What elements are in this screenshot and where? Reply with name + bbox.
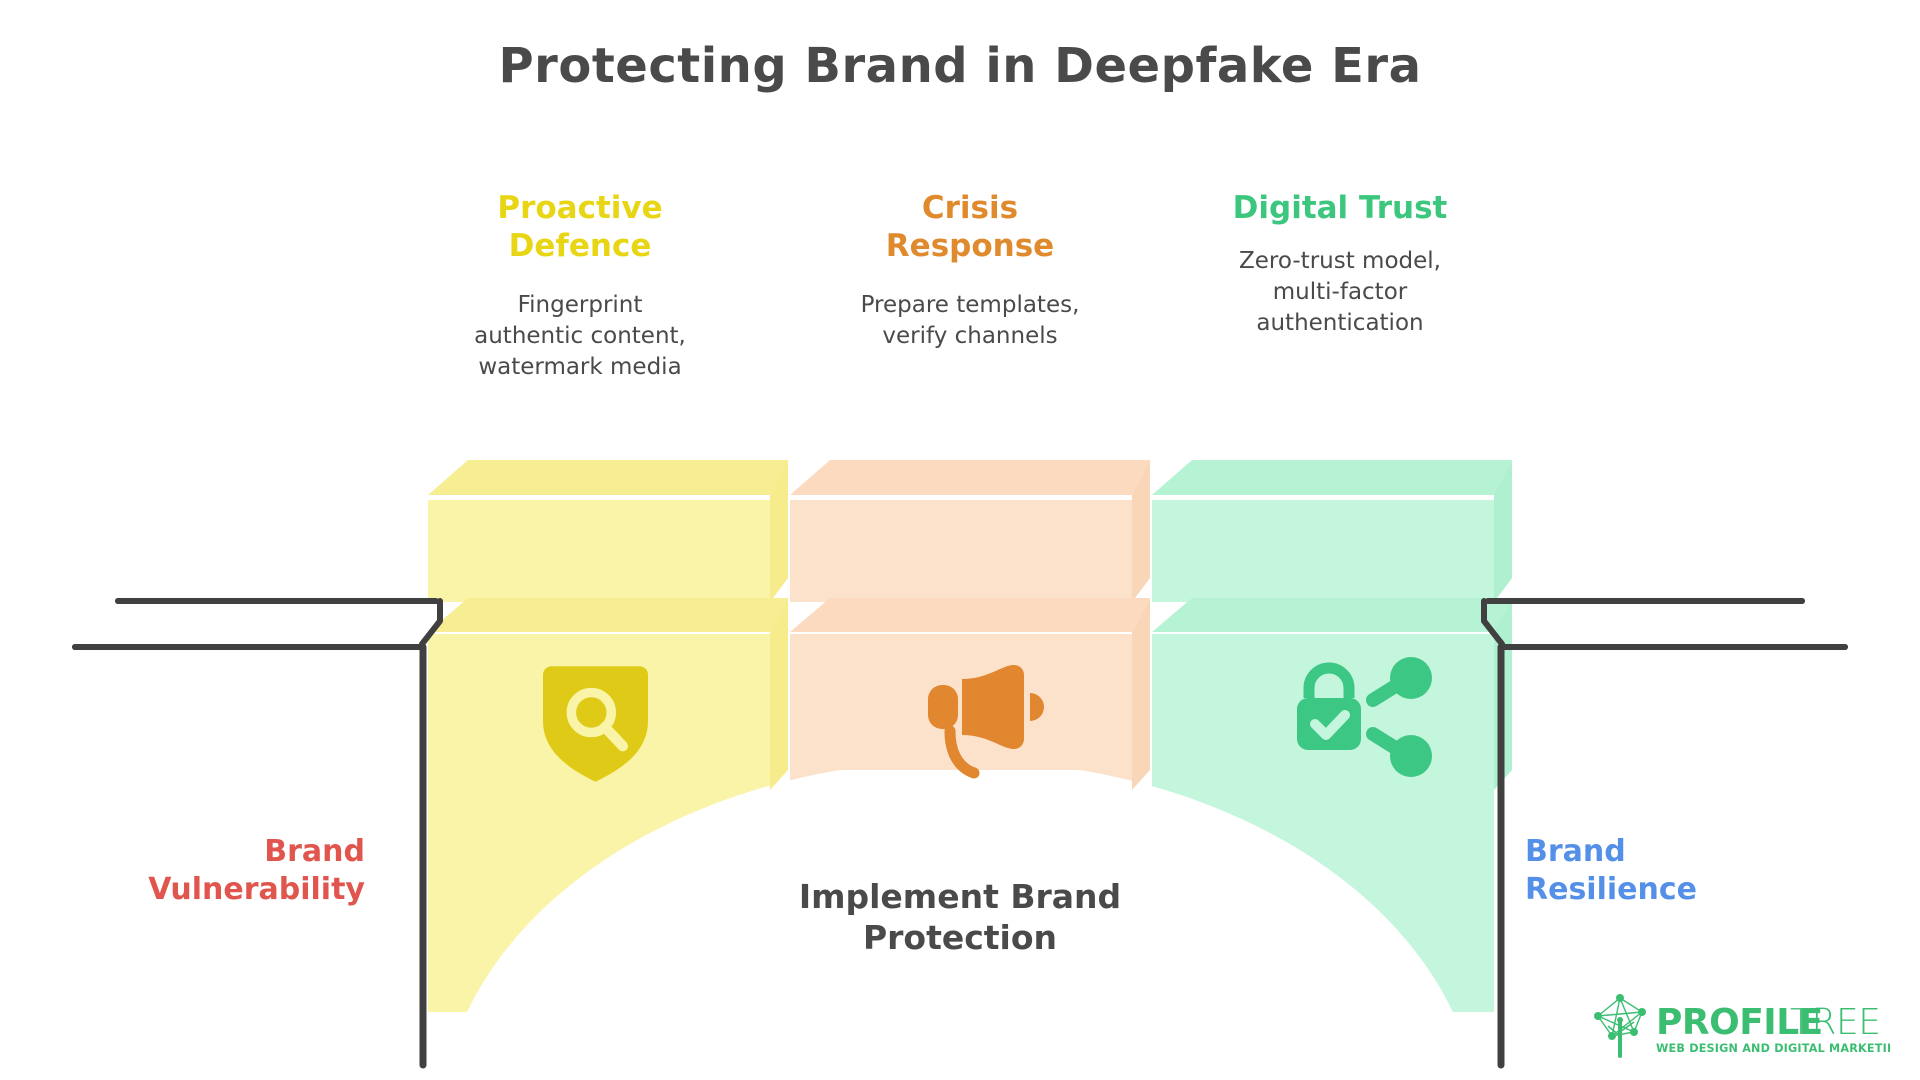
column-heading-digital-trust: Digital Trust Zero-trust model, multi-fa… xyxy=(1185,190,1495,339)
tree-network-nodes xyxy=(1594,994,1646,1040)
right-pylon xyxy=(1481,598,1848,1069)
label-implement-brand-protection: Implement Brand Protection xyxy=(798,877,1122,958)
logo-name-light: TREE xyxy=(1790,1002,1881,1043)
label-brand-resilience: Brand Resilience xyxy=(1525,834,1697,907)
profiletree-logo-svg: PROFILE TREE WEB DESIGN AND DIGITAL MARK… xyxy=(1594,994,1906,1058)
profiletree-logo[interactable]: PROFILE TREE WEB DESIGN AND DIGITAL MARK… xyxy=(1590,990,1906,1062)
megaphone-icon xyxy=(928,665,1044,779)
box-lower-crisis-response xyxy=(790,598,1150,790)
logo-tagline: WEB DESIGN AND DIGITAL MARKETING xyxy=(1656,1042,1890,1055)
label-brand-vulnerability: Brand Vulnerability xyxy=(148,834,365,907)
column-description-digital-trust: Zero-trust model, multi-factor authentic… xyxy=(1239,247,1441,336)
left-approach-road xyxy=(72,598,437,650)
column-description-crisis-response: Prepare templates, verify channels xyxy=(860,291,1080,349)
column-heading-crisis-response: Crisis Response Prepare templates, verif… xyxy=(820,190,1120,352)
column-title-digital-trust: Digital Trust xyxy=(1232,190,1448,226)
right-approach-road xyxy=(1489,598,1848,650)
column-heading-proactive-defence: Proactive Defence Fingerprint authentic … xyxy=(430,190,730,383)
column-title-crisis-response: Crisis Response xyxy=(885,190,1055,264)
box-upper-proactive-defence xyxy=(428,460,788,602)
column-description-proactive-defence: Fingerprint authentic content, watermark… xyxy=(474,291,686,380)
box-upper-digital-trust xyxy=(1152,460,1512,602)
column-title-proactive-defence: Proactive Defence xyxy=(497,190,663,264)
page-title: Protecting Brand in Deepfake Era xyxy=(498,38,1422,94)
lock-share-icon xyxy=(1297,657,1432,777)
box-upper-crisis-response xyxy=(790,460,1150,602)
bridge-arch-opening xyxy=(444,760,1476,1080)
logo-name-bold: PROFILE xyxy=(1656,1002,1823,1043)
shield-search-icon xyxy=(543,666,648,782)
left-pylon xyxy=(72,598,443,1069)
box-lower-digital-trust xyxy=(1152,598,1512,790)
tree-network-icon xyxy=(1597,997,1643,1058)
